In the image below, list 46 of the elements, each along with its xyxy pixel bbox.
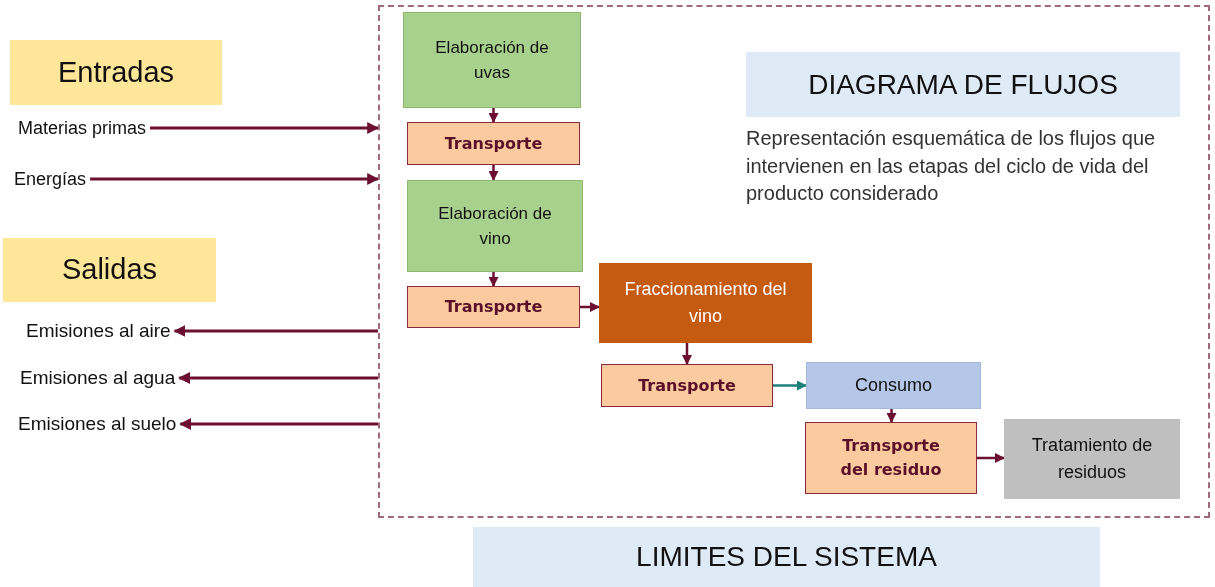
process-box [806,362,981,409]
arrow [488,108,499,123]
output-label: Emisiones al suelo [17,411,178,436]
title-band [473,527,1100,587]
box-label: DIAGRAMA DE FLUJOS [807,67,1119,102]
arrow [150,122,380,134]
box-label: Salidas [60,252,159,288]
description-text: Representación esquemática de los flujos que intervienen en las etapas del ciclo de vida del producto considerado [746,126,1157,207]
transport-box [407,122,580,165]
box-label: Elaboración de vino [437,202,553,250]
transport-box [805,422,977,494]
box-label: Fraccionamiento del vino [623,278,788,328]
box-label: Entradas [56,54,176,90]
box-label: Consumo [853,374,933,397]
heading-band [3,238,216,302]
box-label: Transporte [443,132,544,155]
arrow [173,325,378,337]
arrow [90,173,380,185]
box-label: Elaboración de uvas [434,36,550,84]
process-box [403,12,581,108]
heading-band [10,40,222,105]
transport-box [601,364,773,407]
process-box [407,180,583,272]
box-label: Transporte [443,296,544,318]
arrow [488,165,499,181]
box-label: Transporte del residuo [839,435,943,481]
arrow [886,409,897,423]
arrow [977,453,1005,463]
arrow [580,302,600,312]
box-label: LIMITES DEL SISTEMA [635,540,938,574]
process-box [1004,419,1180,499]
title-band [746,52,1180,117]
arrow [179,418,378,430]
transport-box [407,286,580,328]
box-label: Tratamiento de residuos [1030,434,1154,484]
output-label: Emisiones al aire [25,318,172,343]
arrow [682,343,692,365]
output-label: Emisiones al agua [19,365,177,390]
input-label: Materias primas [17,116,148,140]
system-boundary [378,5,1210,518]
input-label: Energías [13,167,88,191]
box-label: Transporte [637,374,737,397]
arrow [178,372,378,384]
process-box [599,263,812,343]
arrow [488,272,499,287]
arrow [773,380,807,391]
